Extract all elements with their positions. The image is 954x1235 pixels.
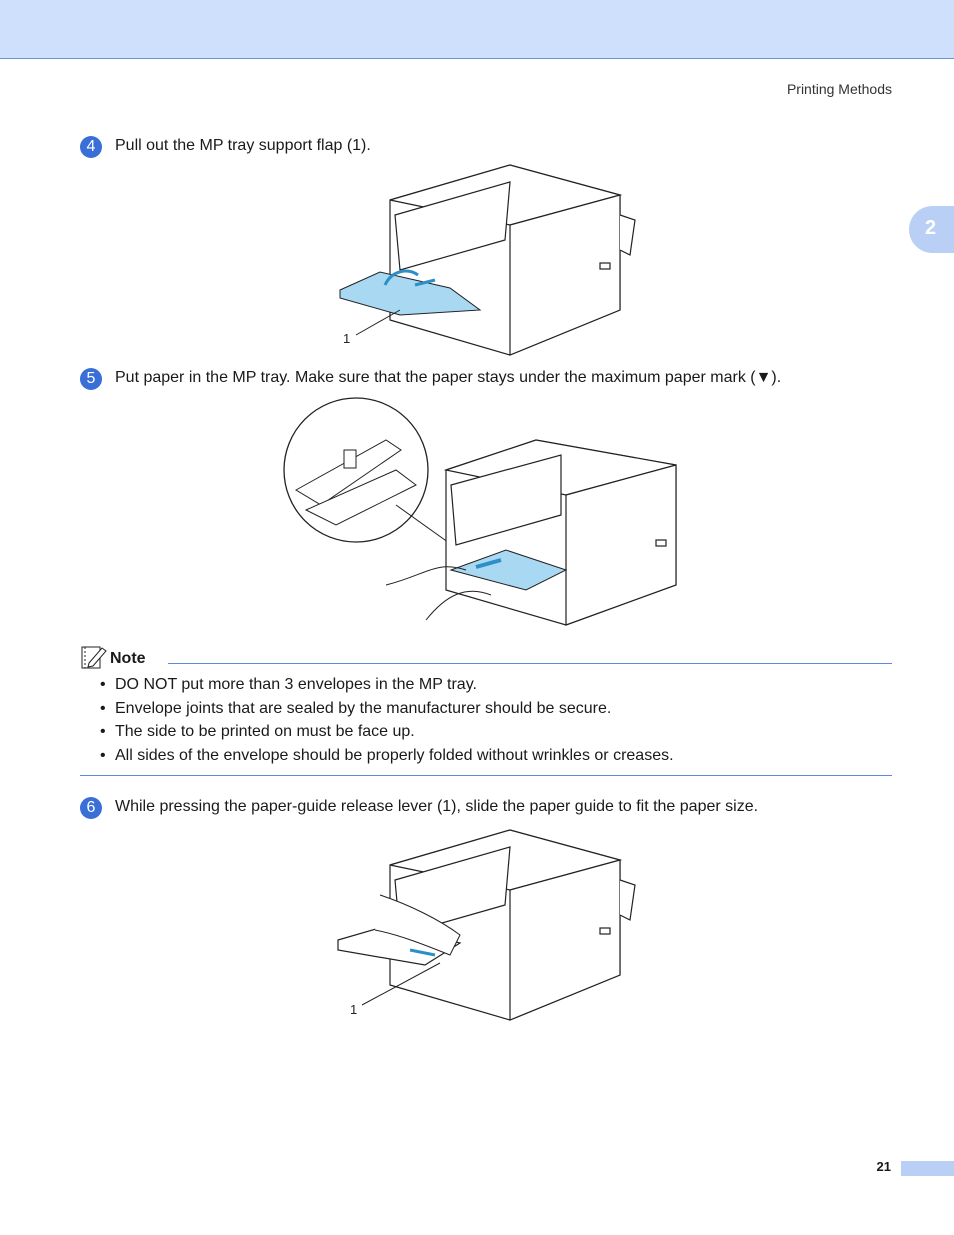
note-item-text: All sides of the envelope should be prop… xyxy=(115,746,674,764)
callout-label: 1 xyxy=(350,1002,357,1017)
step-text: Put paper in the MP tray. Make sure that… xyxy=(115,369,782,386)
step-text: While pressing the paper-guide release l… xyxy=(115,798,759,815)
step-text: Pull out the MP tray support flap (1). xyxy=(115,137,371,154)
step-number-badge: 5 xyxy=(80,368,102,390)
note-label: Note xyxy=(110,650,146,667)
page-number: 21 xyxy=(876,1159,891,1174)
step-number-badge: 4 xyxy=(80,136,102,158)
list-item: • DO NOT put more than 3 envelopes in the… xyxy=(100,676,674,700)
bullet-icon: • xyxy=(100,699,106,717)
list-item: • Envelope joints that are sealed by the … xyxy=(100,700,674,724)
chapter-tab: 2 xyxy=(909,206,954,253)
header-band xyxy=(0,0,954,59)
note-item-text: Envelope joints that are sealed by the m… xyxy=(115,699,612,717)
note-header: Note xyxy=(80,644,892,669)
section-title: Printing Methods xyxy=(786,81,892,97)
printer-illustration-tray-flap: 1 xyxy=(339,164,636,356)
printer-illustration-paper-guide: 1 xyxy=(337,829,636,1021)
note-item-text: DO NOT put more than 3 envelopes in the … xyxy=(115,676,477,693)
list-item: • The side to be printed on must be face … xyxy=(100,723,674,747)
step-number-badge: 6 xyxy=(80,797,102,819)
note-item-text: The side to be printed on must be face u… xyxy=(115,723,415,740)
bullet-icon: • xyxy=(100,746,106,764)
note-bottom-rule xyxy=(80,775,892,776)
list-item: • All sides of the envelope should be pro… xyxy=(100,747,674,771)
chapter-number: 2 xyxy=(925,217,937,239)
callout-label: 1 xyxy=(343,331,350,346)
note-list: • DO NOT put more than 3 envelopes in the… xyxy=(100,676,674,770)
note-top-rule xyxy=(168,663,892,664)
bullet-icon: • xyxy=(100,723,106,740)
footer-band xyxy=(901,1161,954,1176)
printer-illustration-loading-paper xyxy=(283,397,677,626)
note-pencil-icon xyxy=(81,646,107,669)
bullet-icon: • xyxy=(100,676,106,693)
